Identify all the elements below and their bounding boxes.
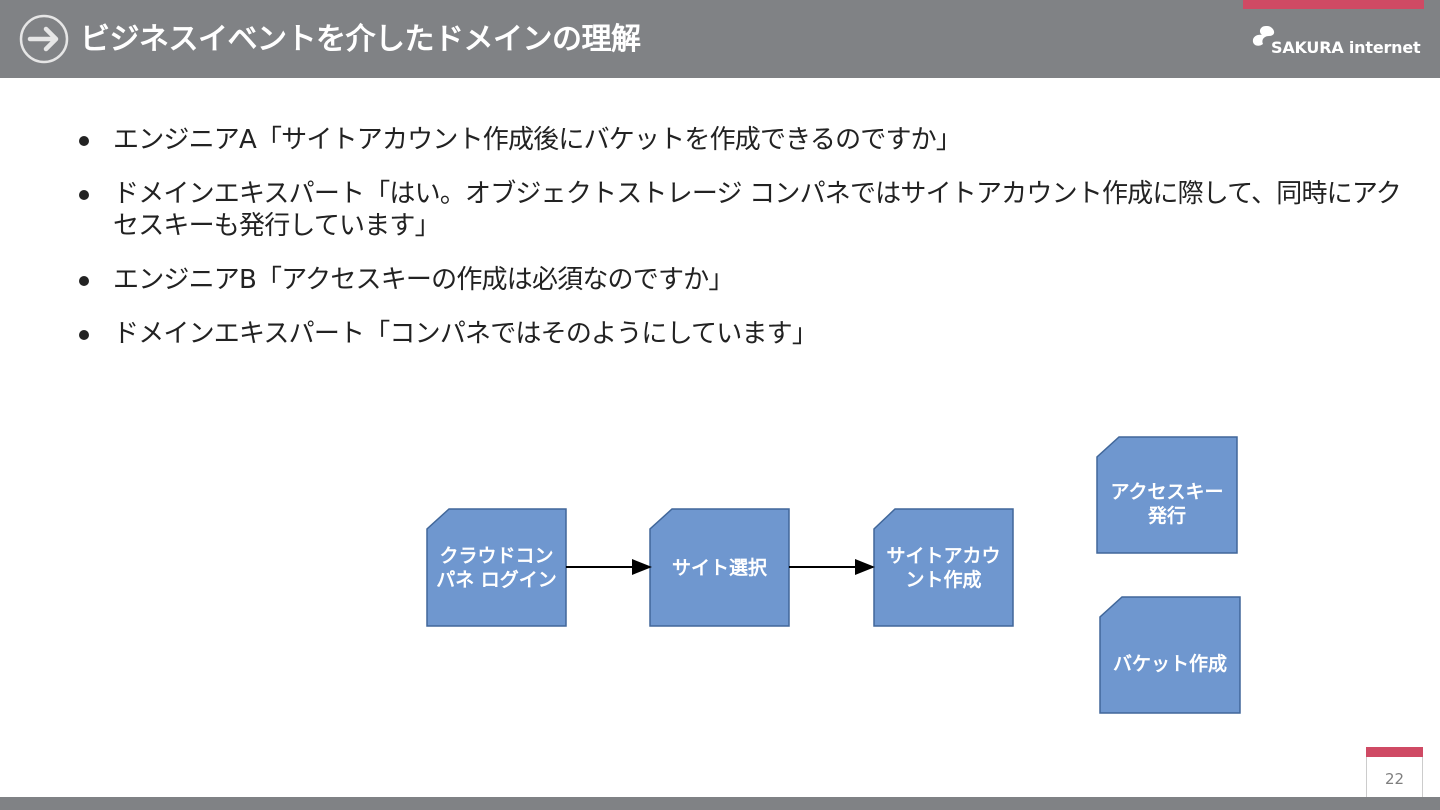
node-label-login: クラウドコンパネ ログイン: [436, 544, 557, 591]
node-label-site-select: サイト選択: [671, 556, 767, 579]
bullet-item: ドメインエキスパート「コンパネではそのようにしています」: [75, 318, 1415, 350]
sakura-petal-icon: [1252, 26, 1275, 46]
bullet-list: エンジニアA「サイトアカウント作成後にバケットを作成できるのですか」 ドメインエ…: [75, 124, 1415, 372]
bullet-item: エンジニアB「アクセスキーの作成は必須なのですか」: [75, 264, 1415, 296]
footer-bar: [0, 797, 1440, 810]
bullet-item: ドメインエキスパート「はい。オブジェクトストレージ コンパネではサイトアカウント…: [75, 178, 1415, 242]
sakura-internet-logo: SAKURA internet: [1250, 24, 1421, 60]
slide-title: ビジネスイベントを介したドメインの理解: [80, 22, 641, 57]
card-bucket: [1099, 596, 1241, 714]
page-number-accent: [1366, 747, 1423, 757]
card-access-key: [1096, 436, 1238, 554]
node-label-access-key: アクセスキー発行: [1110, 481, 1224, 527]
arrow-right-circle-icon: [19, 14, 69, 64]
bullet-text: エンジニアB「アクセスキーの作成は必須なのですか」: [113, 265, 734, 295]
node-label-site-account: サイトアカウント作成: [886, 544, 1001, 591]
page-number: 22: [1384, 770, 1405, 788]
card-login: [426, 508, 567, 627]
card-site-account: [873, 508, 1014, 627]
node-label-bucket: バケット作成: [1112, 652, 1227, 675]
bullet-dot: [79, 330, 89, 340]
slide-header: [0, 0, 1440, 78]
bullet-dot: [79, 190, 89, 200]
bullet-dot: [79, 276, 89, 286]
bullet-item: エンジニアA「サイトアカウント作成後にバケットを作成できるのですか」: [75, 124, 1415, 156]
bullet-text: ドメインエキスパート「コンパネではそのようにしています」: [113, 319, 818, 349]
logo-text: SAKURA internet: [1271, 38, 1421, 57]
bullet-text: エンジニアA「サイトアカウント作成後にバケットを作成できるのですか」: [113, 125, 962, 155]
header-accent-bar: [1243, 0, 1424, 9]
bullet-dot: [79, 136, 89, 146]
bullet-text: ドメインエキスパート「はい。オブジェクトストレージ コンパネではサイトアカウント…: [113, 179, 1402, 241]
card-site-select: [649, 508, 790, 627]
